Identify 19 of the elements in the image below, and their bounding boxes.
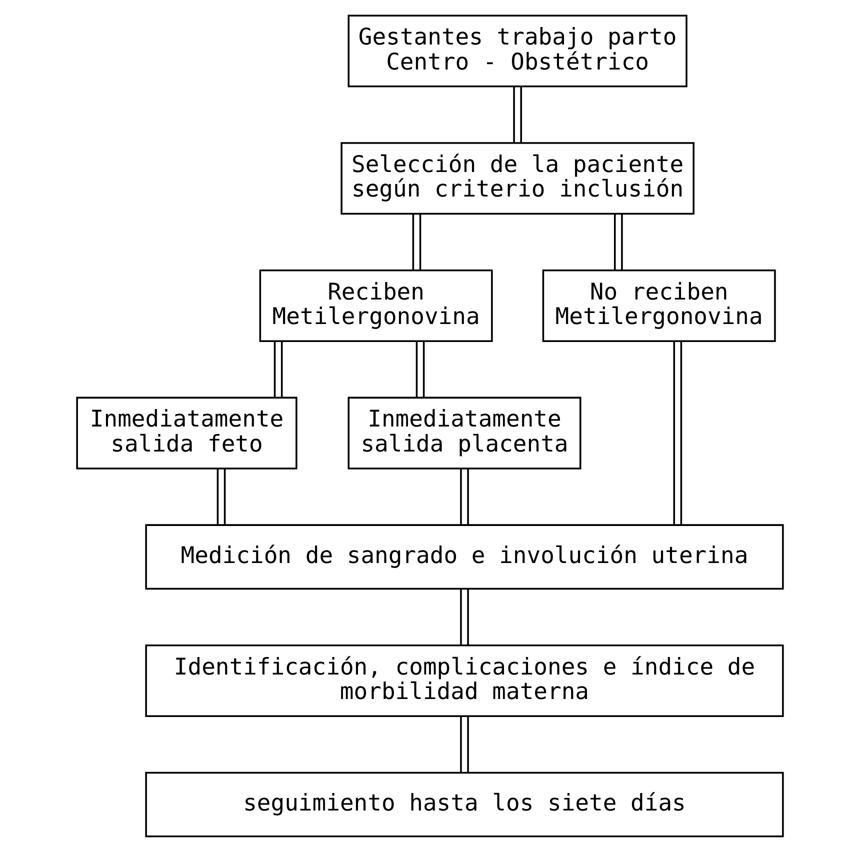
connector bbox=[460, 588, 468, 646]
node-box: Selección de la paciente según criterio inclusión bbox=[340, 142, 694, 215]
connector bbox=[672, 341, 682, 525]
node-box: No reciben Metilergonovina bbox=[542, 269, 776, 342]
node-box: Gestantes trabajo parto Centro - Obstétrico bbox=[347, 14, 687, 88]
connector bbox=[415, 341, 424, 398]
node-box: Inmediatamente salida placenta bbox=[347, 396, 581, 470]
node-box: seguimiento hasta los siete días bbox=[144, 772, 784, 838]
connector bbox=[512, 86, 522, 143]
node-box: Reciben Metilergonovina bbox=[258, 269, 492, 342]
node-box: Inmediatamente salida feto bbox=[76, 396, 297, 470]
node-box: Identificación, complicaciones e índice de morbilidad materna bbox=[144, 644, 784, 717]
connector bbox=[216, 468, 226, 525]
connector bbox=[460, 468, 468, 525]
connector bbox=[412, 214, 421, 270]
connector bbox=[460, 716, 468, 773]
connector bbox=[613, 214, 622, 270]
connector bbox=[273, 341, 282, 398]
node-box: Medición de sangrado e involución uterina bbox=[144, 524, 784, 590]
